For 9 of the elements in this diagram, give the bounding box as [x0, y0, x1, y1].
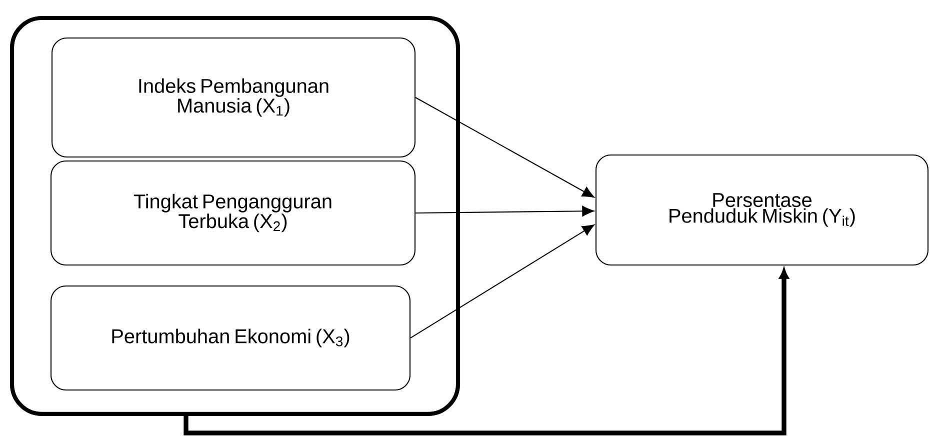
process-box: Pertumbuhan Ekonomi (X$_{3}$) — [50, 285, 411, 391]
group-box — [10, 16, 460, 416]
process-box: Indeks Pembangunan Manusia (X$_{1}$) — [51, 37, 416, 158]
arrow — [416, 206, 594, 216]
arrow — [410, 224, 594, 338]
arrow — [415, 97, 594, 198]
process-box: Persentase Penduduk Miskin (Y$_{it}$) — [595, 154, 929, 266]
process-box: Tingkat Pengangguran Terbuka (X$_{2}$) — [50, 160, 416, 266]
arrow — [184, 268, 789, 436]
